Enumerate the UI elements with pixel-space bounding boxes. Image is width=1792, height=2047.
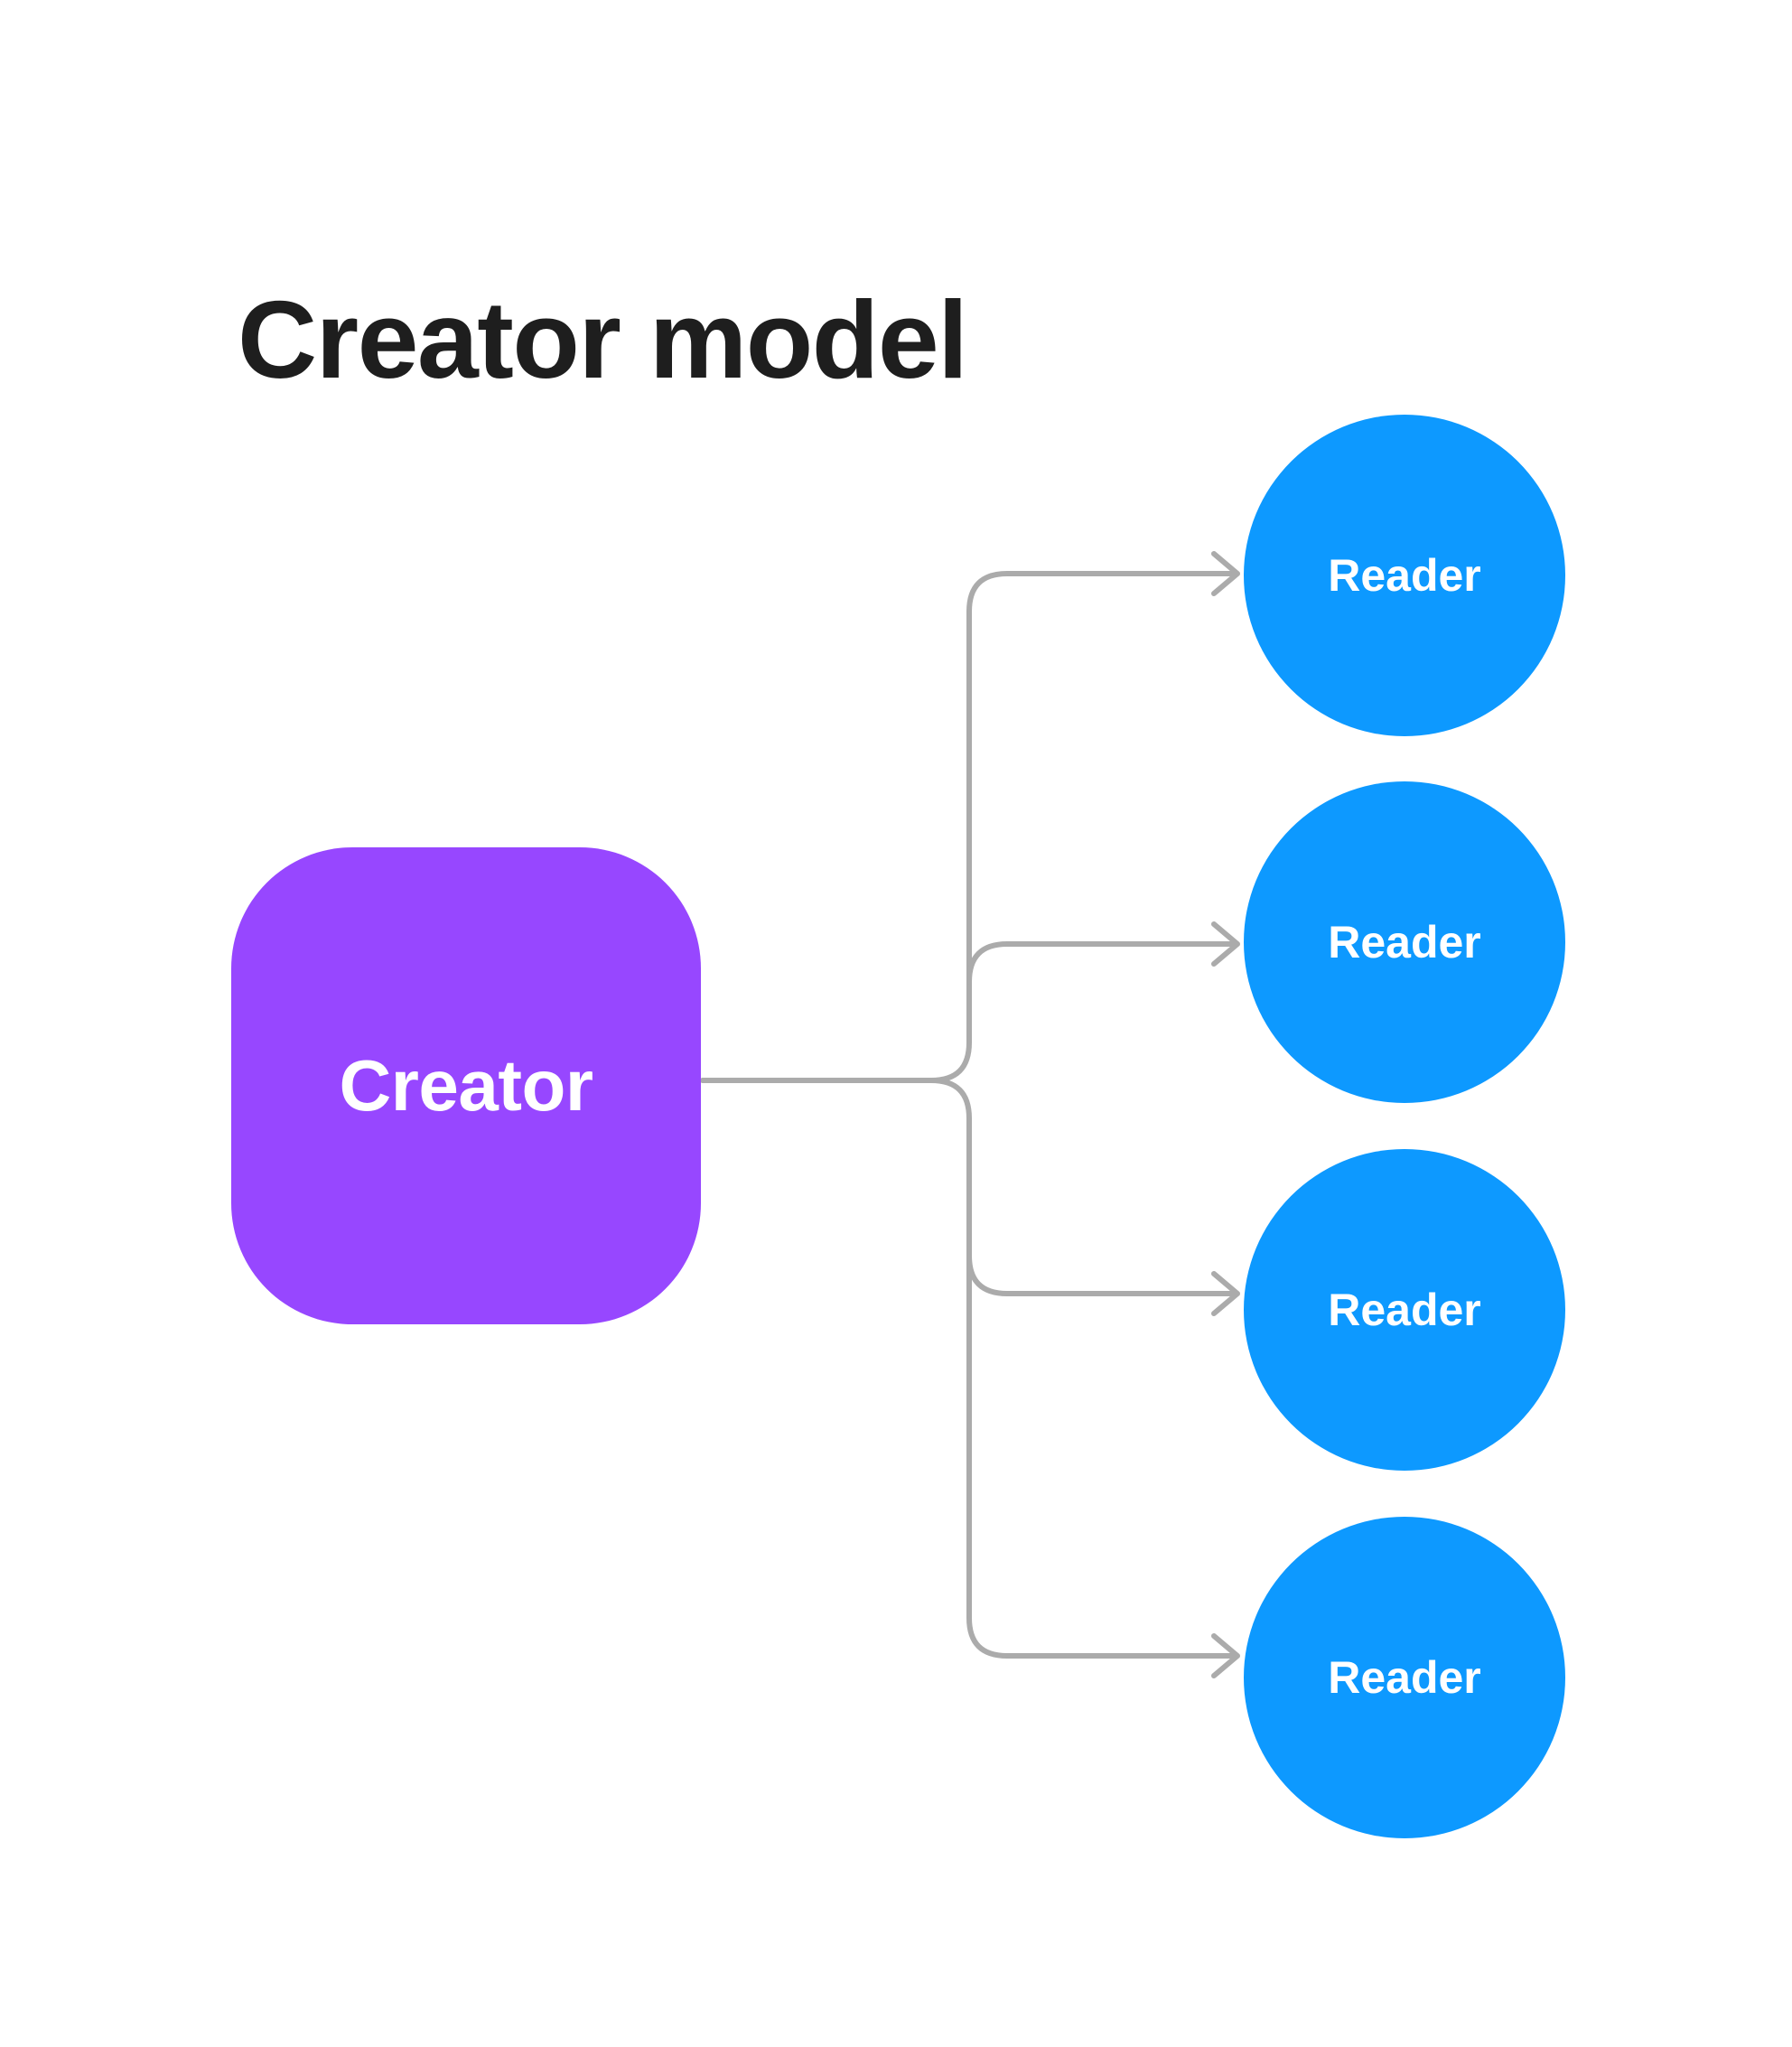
reader-node-2: Reader bbox=[1244, 781, 1565, 1103]
reader-node-1-label: Reader bbox=[1328, 550, 1481, 601]
connector-creator-to-reader-1 bbox=[700, 571, 1237, 1083]
reader-node-4-label: Reader bbox=[1328, 1652, 1481, 1703]
diagram-title: Creator model bbox=[238, 277, 968, 401]
arrowhead-reader-1-icon bbox=[1211, 551, 1240, 596]
connector-branch-reader-3 bbox=[966, 1253, 1237, 1296]
creator-node: Creator bbox=[231, 847, 701, 1324]
arrowhead-reader-3-icon bbox=[1211, 1271, 1240, 1316]
connector-branch-reader-2 bbox=[966, 941, 1237, 985]
reader-node-3: Reader bbox=[1244, 1149, 1565, 1471]
reader-node-3-label: Reader bbox=[1328, 1285, 1481, 1335]
arrowhead-reader-4-icon bbox=[1211, 1633, 1240, 1678]
reader-node-1: Reader bbox=[1244, 415, 1565, 736]
creator-node-label: Creator bbox=[339, 1045, 593, 1126]
connector-creator-to-reader-4 bbox=[700, 1078, 1237, 1659]
reader-node-4: Reader bbox=[1244, 1517, 1565, 1838]
reader-node-2-label: Reader bbox=[1328, 917, 1481, 967]
arrowhead-reader-2-icon bbox=[1211, 921, 1240, 967]
